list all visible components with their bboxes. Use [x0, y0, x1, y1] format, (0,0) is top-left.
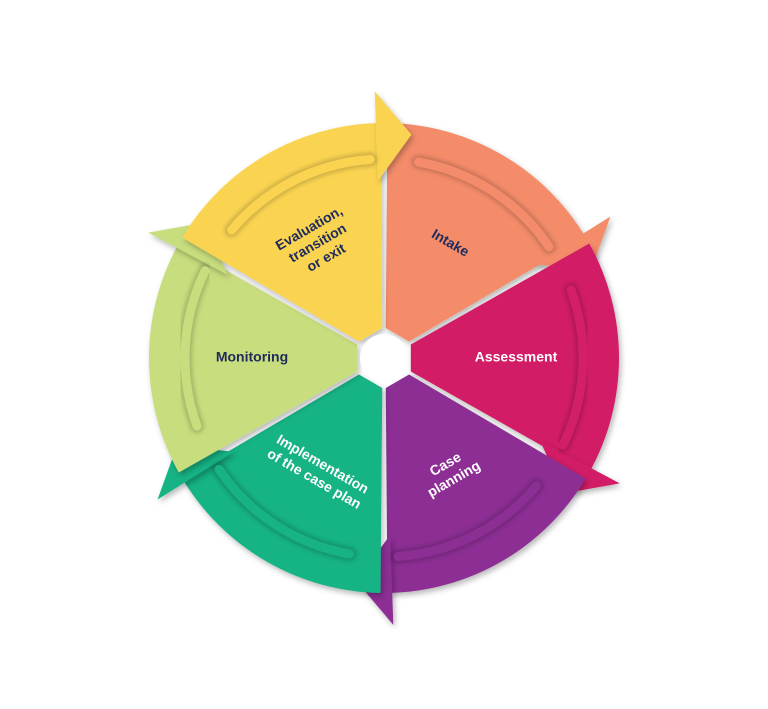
- segment-assessment-track-face: [558, 285, 588, 450]
- segment-intake-track-face: [414, 157, 554, 252]
- center-hub-circle: [360, 334, 408, 382]
- segment-intake-wedge: [385, 123, 586, 342]
- segment-evaluation-arrowhead: [374, 91, 412, 182]
- segment-assessment-wedge: [410, 243, 619, 473]
- segment-monitoring-label: Monitoring: [216, 349, 288, 365]
- segment-evaluation-track-face: [227, 154, 375, 235]
- segment-implementation: Implementationof the case plan: [157, 374, 383, 593]
- segment-assessment-label-line: Assessment: [475, 349, 558, 365]
- segment-case-planning-track-face: [393, 481, 541, 562]
- segments-group: IntakeAssessmentCaseplanningImplementati…: [148, 91, 620, 625]
- segment-implementation-track-face: [214, 464, 354, 559]
- segment-evaluation-wedge: [182, 123, 383, 342]
- segment-implementation-wedge: [182, 374, 383, 593]
- segment-monitoring: Monitoring: [148, 222, 358, 473]
- center-hub: [360, 334, 408, 382]
- segment-monitoring-track-face: [180, 266, 210, 431]
- segment-monitoring-wedge: [148, 243, 358, 473]
- segment-case-planning-wedge: [385, 374, 586, 593]
- segment-assessment-label: Assessment: [475, 349, 558, 365]
- segment-case-planning: Caseplanning: [356, 374, 586, 625]
- segment-evaluation: Evaluation,transitionor exit: [182, 91, 412, 342]
- segment-assessment: Assessment: [410, 243, 620, 494]
- segment-monitoring-label-line: Monitoring: [216, 349, 288, 365]
